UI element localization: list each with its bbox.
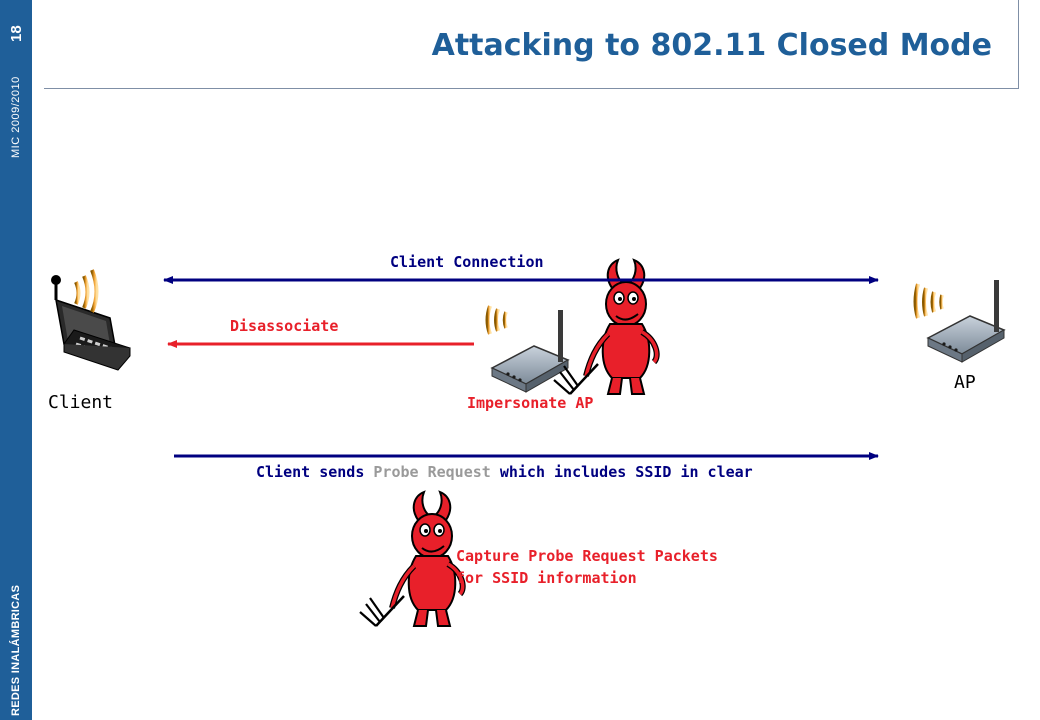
probe-request-description: Client sends Probe Request which include… [256,463,753,481]
probe-text-highlight: Probe Request [373,463,491,481]
title-vertical-rule [1018,0,1019,89]
slide-title: Attacking to 802.11 Closed Mode [431,28,992,63]
ap-label: AP [954,372,976,393]
disassociate-label: Disassociate [230,317,339,335]
wifi-waves-icon [485,305,508,335]
wifi-waves-icon [74,269,99,313]
capture-line-2: for SSID information [456,569,637,587]
title-rule [44,88,1019,89]
access-point-icon [927,279,1005,363]
sidebar: 18 MIC 2009/2010 REDES INALÁMBRICAS [0,0,32,720]
wifi-waves-icon [913,283,944,319]
client-connection-label: Client Connection [390,253,544,271]
probe-text-part1: Client sends [256,463,365,481]
probe-text-part2: which includes SSID in clear [499,463,753,481]
devil-icon [360,492,463,626]
capture-description: Capture Probe Request Packets for SSID i… [456,545,718,589]
client-label: Client [48,392,114,413]
impersonate-ap-label: Impersonate AP [467,394,594,412]
capture-line-1: Capture Probe Request Packets [456,547,718,565]
laptop-icon [51,275,131,371]
